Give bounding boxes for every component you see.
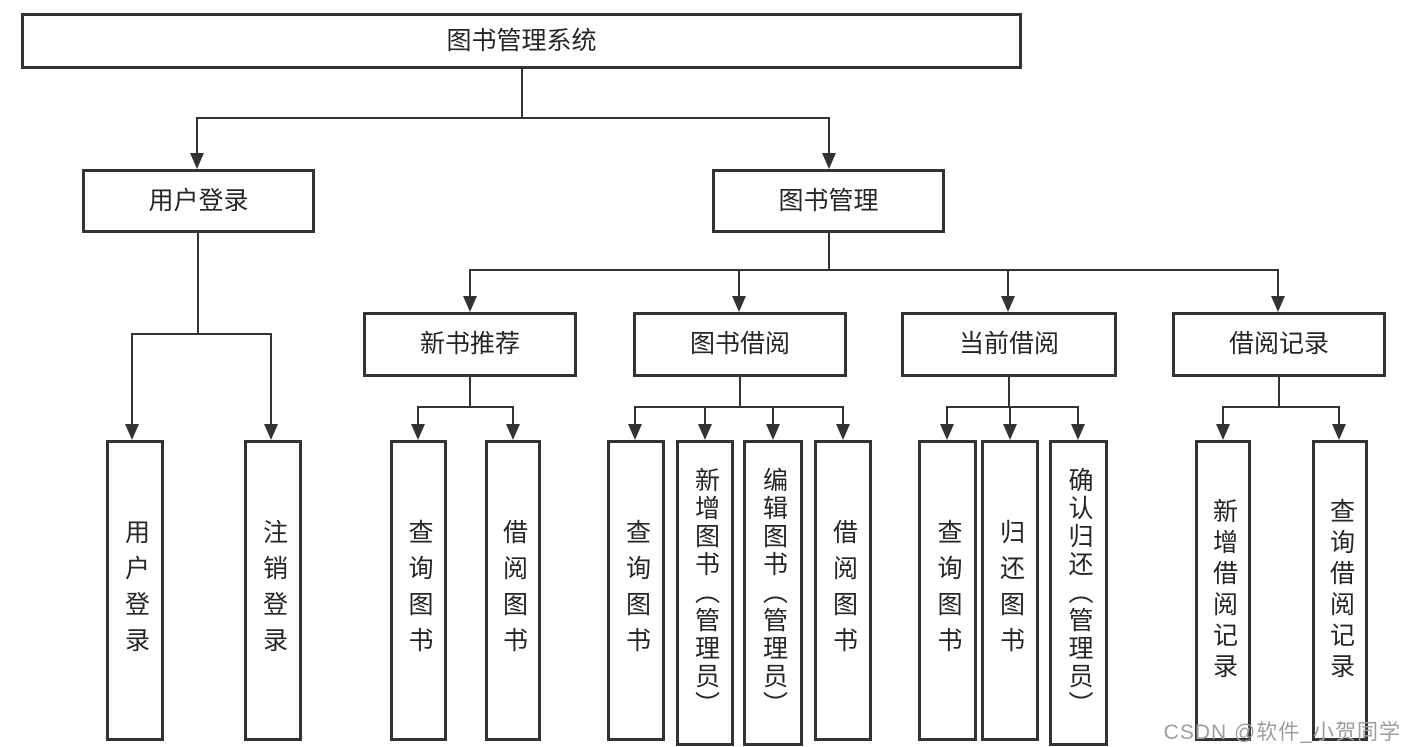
connector-current-borrow-stem [1008,377,1010,407]
arrowhead-book-borrow [732,296,746,312]
arrowhead-leaf-query-borrow [628,424,642,440]
arrowhead-leaf-edit-book [766,424,780,440]
leaf-add-borrow-record: 新增借阅记录 [1195,440,1251,741]
node-book-management: 图书管理 [712,169,945,233]
connector-to-leaf-add-record [1222,406,1224,425]
connector-root-bar [197,117,830,119]
connector-to-current-borrow [1007,269,1009,297]
leaf-user-login-label: 用户登录 [121,518,150,663]
connector-book-borrow-stem [739,377,741,407]
arrowhead-leaf-add-record [1216,424,1230,440]
connector-to-borrow-records [1277,269,1279,297]
connector-root-to-user-login [196,117,198,154]
arrowhead-borrow-records [1271,296,1285,312]
leaf-user-login: 用户登录 [106,440,164,741]
leaf-return-book: 归还图书 [981,440,1039,741]
connector-to-leaf-query-recommend [417,406,419,425]
arrowhead-leaf-borrow-recommend [506,424,520,440]
connector-book-management-bar [469,269,1279,271]
connector-book-management-stem [828,233,830,270]
connector-to-leaf-borrow-recommend [512,406,514,425]
connector-borrow-records-bar [1222,406,1340,408]
connector-to-book-borrow [738,269,740,297]
connector-to-leaf-edit-book [772,406,774,425]
arrowhead-book-management [822,153,836,169]
arrowhead-new-book-recommend [463,296,477,312]
connector-book-borrow-bar [634,406,843,408]
leaf-logout-label: 注销登录 [259,518,288,663]
csdn-watermark: CSDN @软件_小贺同学 [1163,721,1401,744]
connector-to-leaf-confirm-return [1077,406,1079,425]
leaf-confirm-return-admin-label: 确认归还（管理员） [1065,467,1093,719]
leaf-borrow-book: 借阅图书 [814,440,872,741]
leaf-query-book-recommend-label: 查询图书 [405,518,433,663]
connector-root-to-book-management [828,117,830,154]
leaf-edit-book-admin-label: 编辑图书（管理员） [759,467,788,719]
leaf-query-borrow-record-label: 查询借阅记录 [1326,497,1355,684]
arrowhead-user-login [190,153,204,169]
leaf-borrow-book-recommend: 借阅图书 [485,440,541,741]
leaf-query-book-borrow-label: 查询图书 [622,518,651,663]
connector-current-borrow-bar [946,406,1078,408]
leaf-edit-book-admin: 编辑图书（管理员） [743,440,803,746]
connector-to-leaf-query-current [946,406,948,425]
leaf-borrow-book-recommend-label: 借阅图书 [499,518,528,663]
connector-to-leaf-user-login [131,333,133,425]
node-new-book-recommend: 新书推荐 [363,312,577,377]
arrowhead-leaf-borrow-book [836,424,850,440]
node-book-borrow: 图书借阅 [633,312,847,377]
node-library-system: 图书管理系统 [21,13,1022,69]
arrowhead-current-borrow [1001,296,1015,312]
connector-to-leaf-query-borrow [634,406,636,425]
leaf-return-book-label: 归还图书 [996,518,1025,663]
connector-to-new-book-recommend [469,269,471,297]
connector-to-leaf-add-book [704,406,706,425]
connector-to-leaf-logout [270,333,272,425]
node-user-login: 用户登录 [82,169,315,233]
leaf-query-borrow-record: 查询借阅记录 [1312,440,1368,741]
leaf-query-book-current: 查询图书 [918,440,977,741]
node-current-borrow: 当前借阅 [901,312,1117,377]
leaf-add-book-admin: 新增图书（管理员） [676,440,734,746]
leaf-confirm-return-admin: 确认归还（管理员） [1049,440,1108,746]
connector-to-leaf-return-book [1009,406,1011,425]
arrowhead-leaf-return-book [1003,424,1017,440]
node-borrow-records: 借阅记录 [1172,312,1386,377]
leaf-borrow-book-label: 借阅图书 [829,518,858,663]
arrowhead-leaf-logout [264,424,278,440]
leaf-query-book-recommend: 查询图书 [390,440,447,741]
connector-new-book-stem [469,377,471,407]
arrowhead-leaf-query-current [940,424,954,440]
leaf-logout: 注销登录 [244,440,302,741]
arrowhead-leaf-query-recommend [411,424,425,440]
connector-user-login-stem [197,233,199,334]
connector-borrow-records-stem [1278,377,1280,407]
arrowhead-leaf-add-book [698,424,712,440]
leaf-add-book-admin-label: 新增图书（管理员） [691,467,720,719]
leaf-query-book-borrow: 查询图书 [607,440,665,741]
leaf-add-borrow-record-label: 新增借阅记录 [1209,497,1238,684]
connector-new-book-bar [417,406,514,408]
connector-to-leaf-borrow-book [842,406,844,425]
connector-root-stem [521,69,523,119]
arrowhead-leaf-user-login [125,424,139,440]
connector-to-leaf-query-record [1338,406,1340,425]
leaf-query-book-current-label: 查询图书 [934,518,962,663]
connector-user-login-bar [131,333,272,335]
arrowhead-leaf-confirm-return [1071,424,1085,440]
arrowhead-leaf-query-record [1332,424,1346,440]
